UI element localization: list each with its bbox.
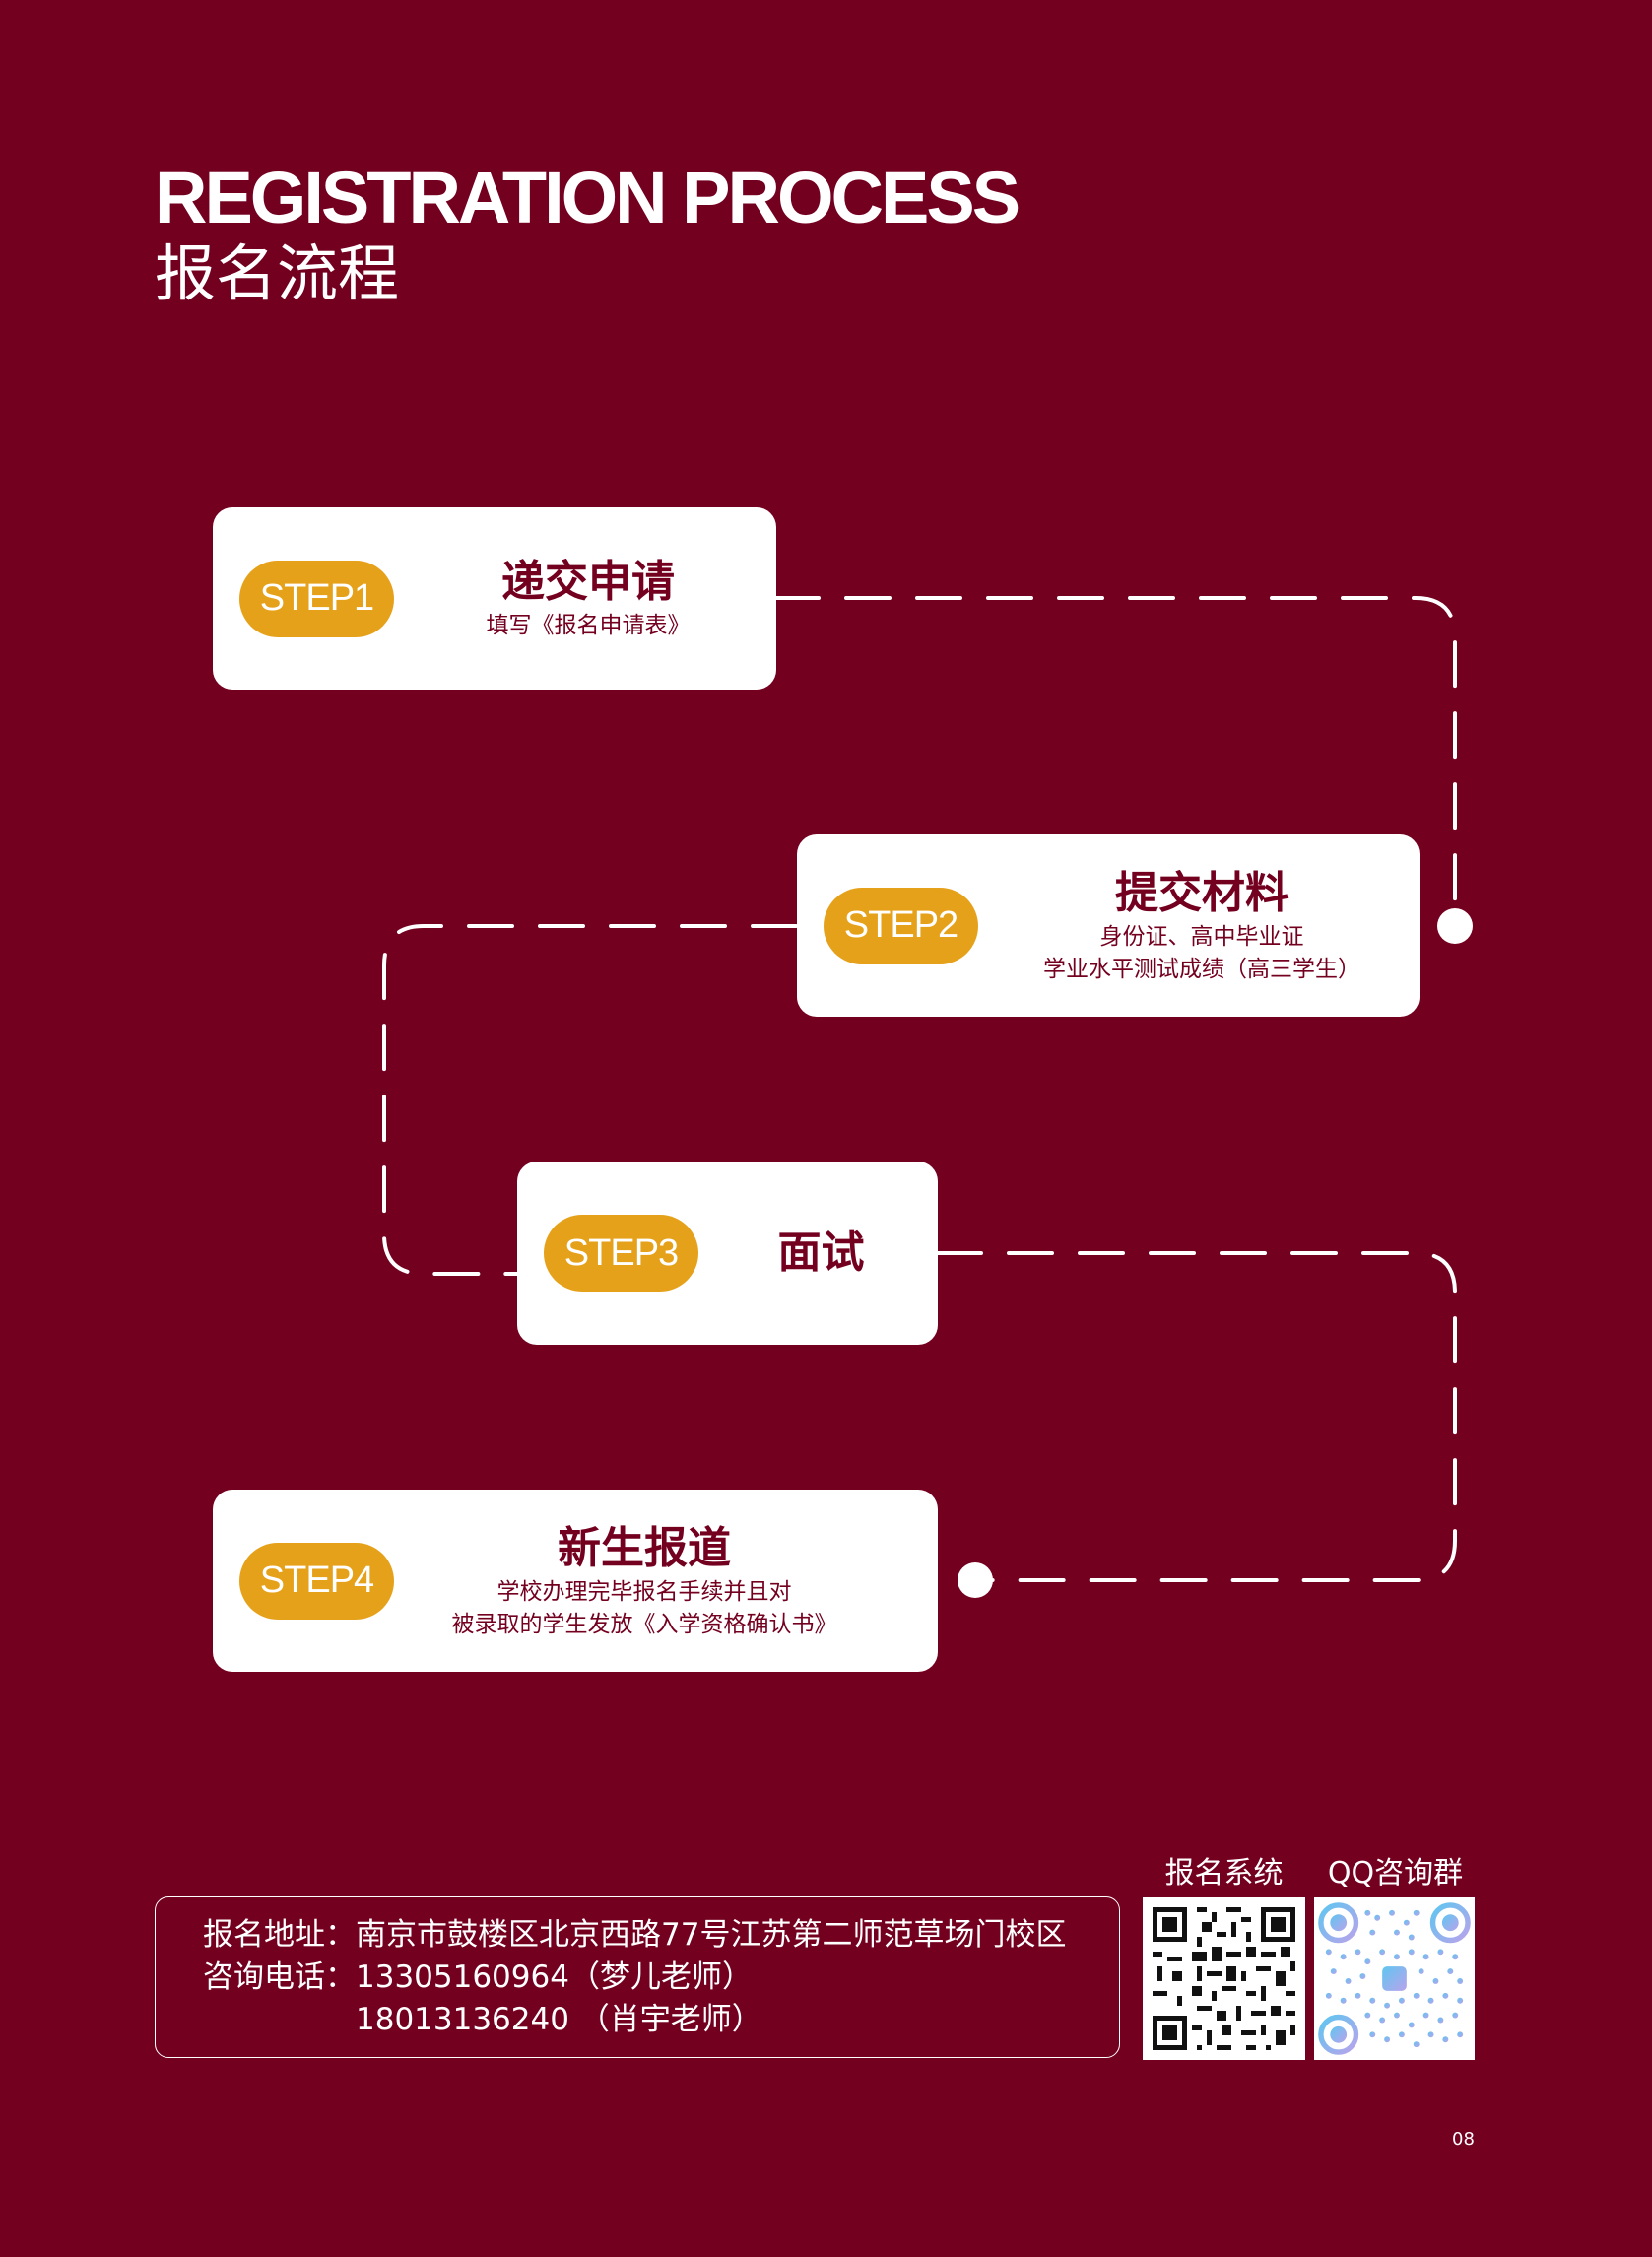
step4-badge: STEP4 xyxy=(239,1542,394,1620)
step1-badge: STEP1 xyxy=(239,560,394,637)
qq-qr-icon xyxy=(1318,1902,1471,2055)
qq-group-qr-code[interactable] xyxy=(1314,1897,1475,2060)
step1-card: STEP1 递交申请 填写《报名申请表》 xyxy=(213,507,776,690)
phone-value-2: 18013136240 （肖宇老师） xyxy=(356,2002,762,2037)
connector-step2-step3 xyxy=(382,924,798,1276)
connector-dot-step2 xyxy=(1437,908,1473,944)
address-label: 报名地址： xyxy=(203,1917,356,1953)
connector-step1-step2 xyxy=(773,596,1457,928)
phone-line-2: 18013136240 （肖宇老师） xyxy=(203,2000,762,2039)
page-title-cn: 报名流程 xyxy=(155,237,400,309)
phone-line-1: 咨询电话：13305160964（梦儿老师） xyxy=(203,1958,753,1997)
connector-step3-step4 xyxy=(936,1251,1457,1582)
step4-card: STEP4 新生报道 学校办理完毕报名手续并且对 被录取的学生发放《入学资格确认… xyxy=(213,1490,938,1672)
step2-badge: STEP2 xyxy=(824,887,978,964)
step2-content: 提交材料 身份证、高中毕业证 学业水平测试成绩（高三学生） xyxy=(984,834,1420,1017)
step3-badge: STEP3 xyxy=(544,1215,698,1292)
page-title-en: REGISTRATION PROCESS xyxy=(155,157,1021,238)
step1-desc: 填写《报名申请表》 xyxy=(486,613,691,638)
qr-registration-label: 报名系统 xyxy=(1164,1856,1284,1891)
phone-label: 咨询电话： xyxy=(203,1959,356,1995)
registration-qr-code[interactable] xyxy=(1143,1897,1305,2060)
step4-content: 新生报道 学校办理完毕报名手续并且对 被录取的学生发放《入学资格确认书》 xyxy=(400,1490,889,1672)
phone-value-1: 13305160964（梦儿老师） xyxy=(356,1959,753,1995)
step1-title: 递交申请 xyxy=(501,557,675,607)
connector-dot-step4 xyxy=(958,1562,993,1598)
step3-title: 面试 xyxy=(777,1228,865,1278)
qr-qq-label: QQ咨询群 xyxy=(1327,1856,1464,1891)
step3-card: STEP3 面试 xyxy=(517,1162,938,1345)
step2-desc-line1: 身份证、高中毕业证 xyxy=(1099,923,1304,950)
registration-qr-icon xyxy=(1153,1907,1295,2050)
contact-info-box: 报名地址：南京市鼓楼区北京西路77号江苏第二师范草场门校区 咨询电话：13305… xyxy=(155,1896,1120,2058)
step1-content: 递交申请 填写《报名申请表》 xyxy=(400,507,776,690)
page-number: 08 xyxy=(1452,2129,1475,2150)
step2-card: STEP2 提交材料 身份证、高中毕业证 学业水平测试成绩（高三学生） xyxy=(797,834,1420,1017)
step2-desc-line2: 学业水平测试成绩（高三学生） xyxy=(1043,956,1360,982)
step4-title: 新生报道 xyxy=(558,1522,731,1573)
step4-desc-line1: 学校办理完毕报名手续并且对 xyxy=(496,1578,792,1605)
step2-title: 提交材料 xyxy=(1115,867,1289,918)
address-line: 报名地址：南京市鼓楼区北京西路77号江苏第二师范草场门校区 xyxy=(203,1915,1066,1955)
step3-content: 面试 xyxy=(704,1162,938,1345)
address-value: 南京市鼓楼区北京西路77号江苏第二师范草场门校区 xyxy=(356,1917,1067,1953)
step4-desc-line2: 被录取的学生发放《入学资格确认书》 xyxy=(451,1611,837,1637)
